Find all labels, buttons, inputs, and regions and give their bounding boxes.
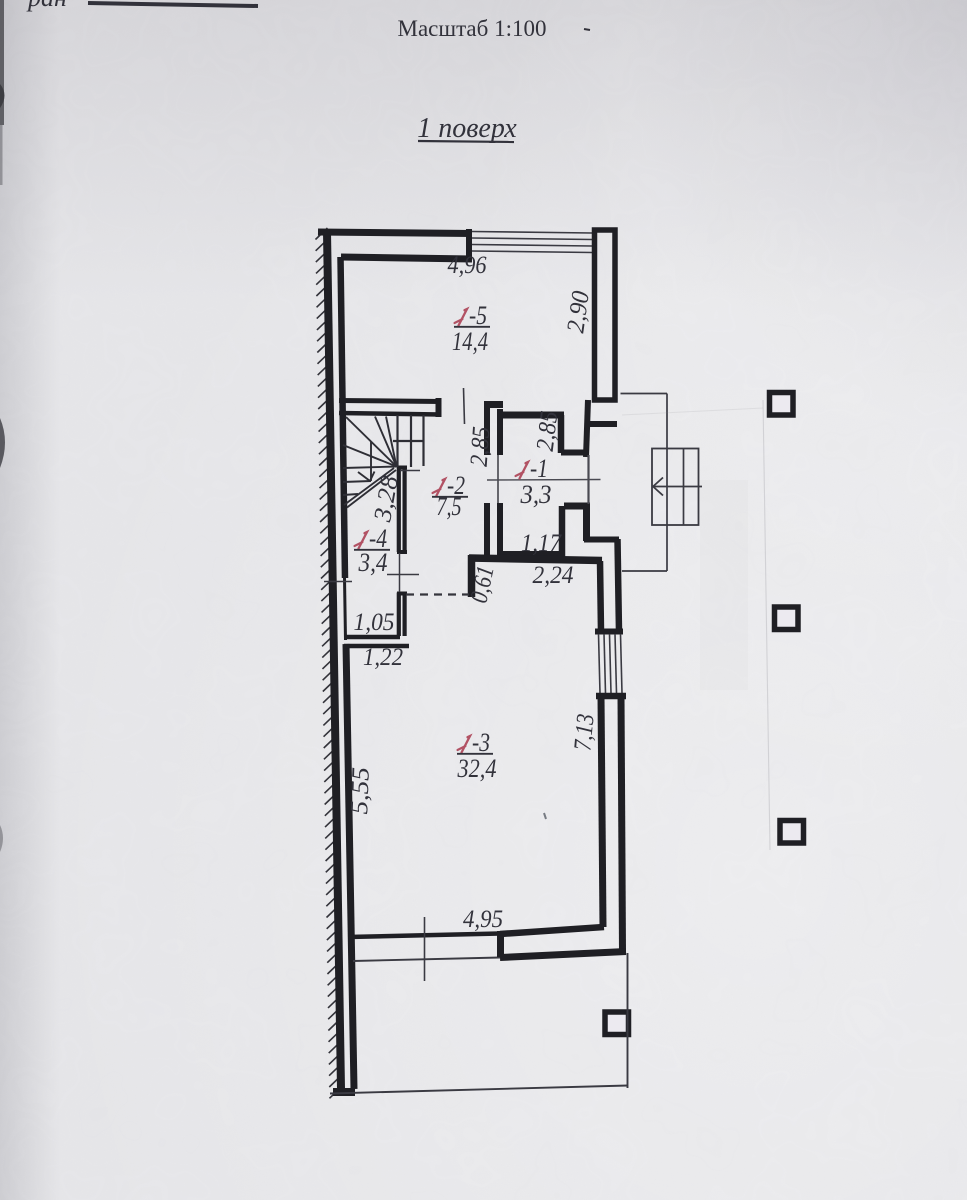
svg-text:5,55: 5,55 [346,767,375,815]
svg-text:1 поверх: 1 поверх [417,113,517,144]
svg-text:-3: -3 [472,728,490,757]
svg-text:ран: ран [26,0,67,12]
svg-text:4,96: 4,96 [448,252,487,279]
svg-text:4,95: 4,95 [463,906,503,933]
svg-text:-1: -1 [530,454,548,483]
svg-text:1,22: 1,22 [363,644,403,671]
svg-text:2,85: 2,85 [532,410,564,453]
svg-text:2,90: 2,90 [562,289,595,335]
svg-text:7,13: 7,13 [569,713,599,752]
svg-text:2,24: 2,24 [533,562,574,589]
svg-text:Масштаб 1:100: Масштаб 1:100 [398,16,547,41]
svg-text:1,05: 1,05 [354,609,395,636]
svg-text:14,4: 14,4 [452,327,488,356]
svg-text:-5: -5 [469,301,487,330]
svg-text:-2: -2 [447,471,465,500]
svg-text:32,4: 32,4 [457,754,497,783]
svg-text:1,17: 1,17 [521,530,562,557]
svg-text:3,4: 3,4 [358,548,388,577]
svg-text:3,3: 3,3 [520,480,552,509]
svg-text:2,85: 2,85 [466,426,496,468]
svg-text:7,5: 7,5 [437,492,462,521]
svg-text:-4: -4 [369,524,387,553]
